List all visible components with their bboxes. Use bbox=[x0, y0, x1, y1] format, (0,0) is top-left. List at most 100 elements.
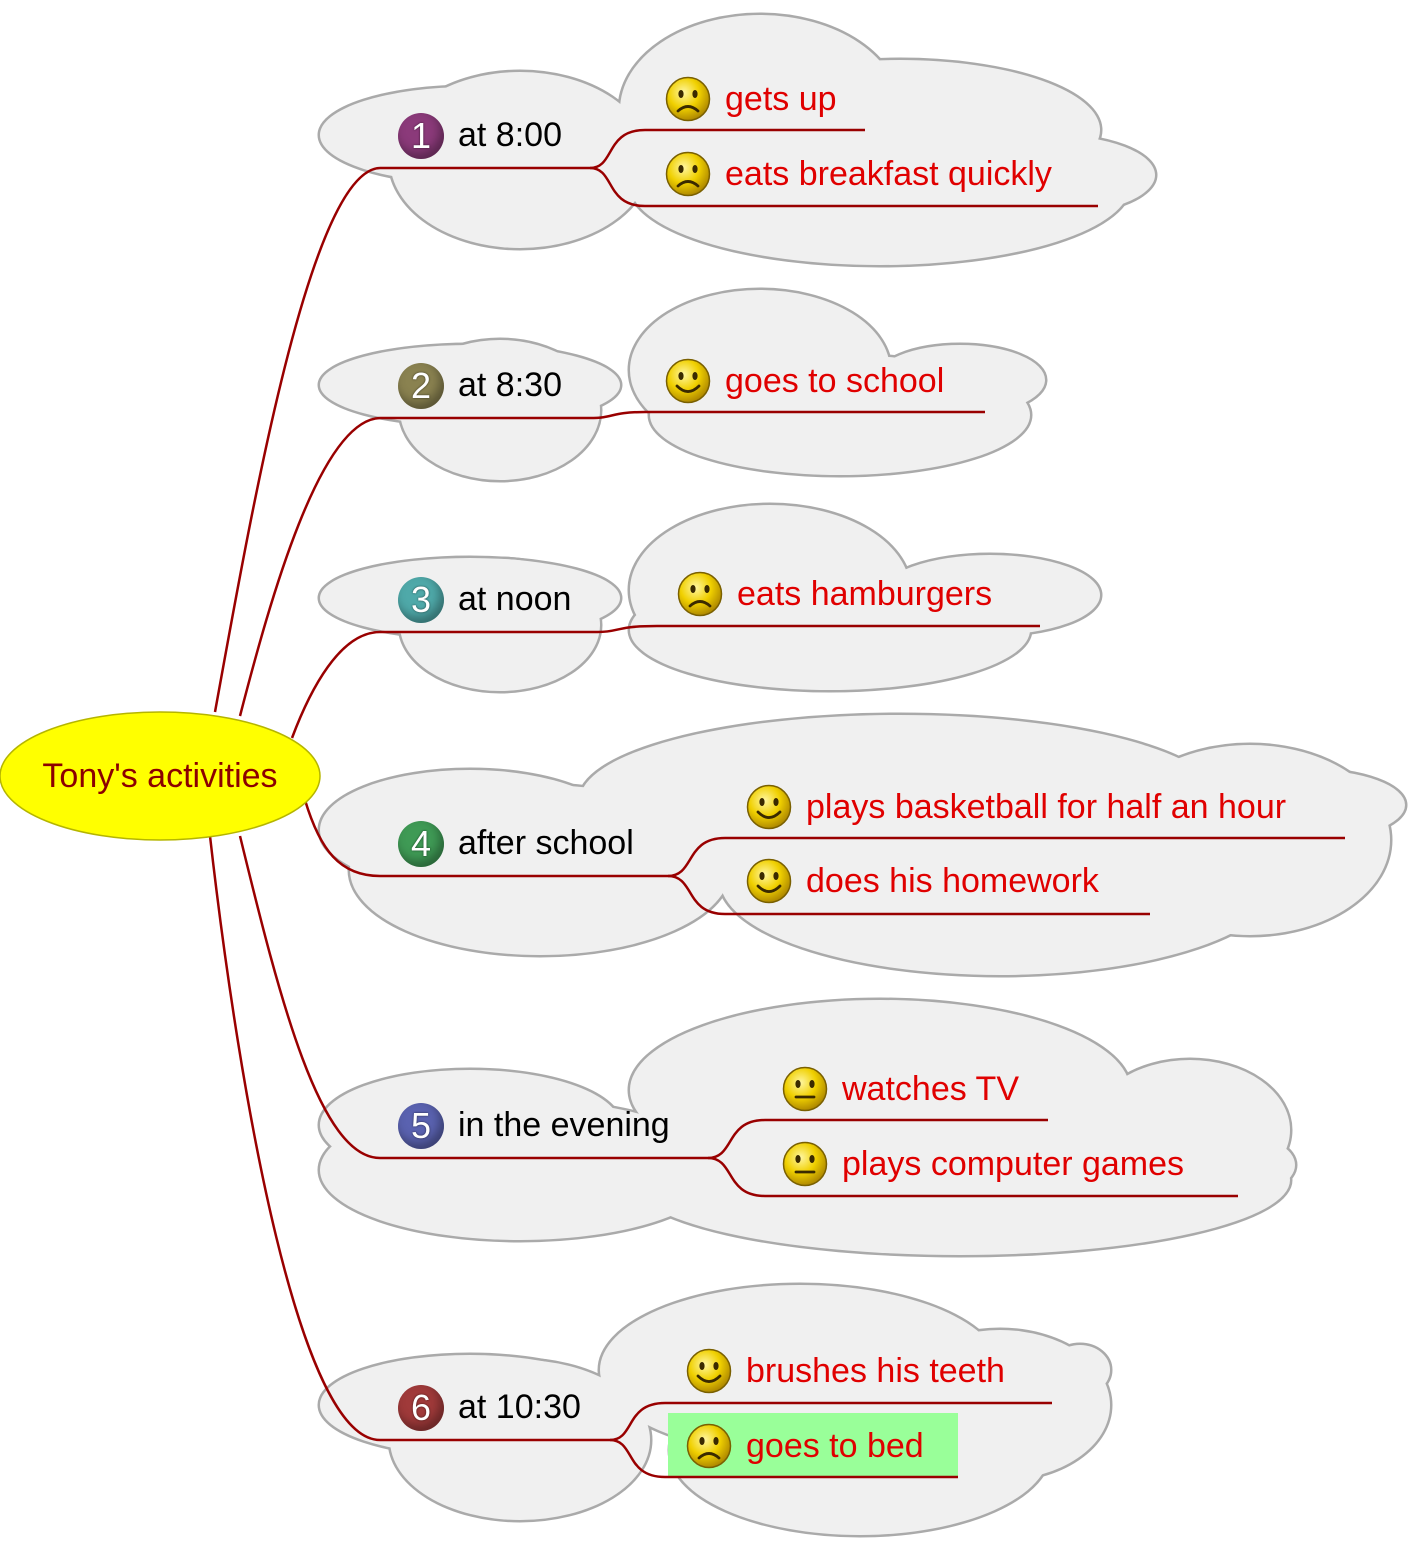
cloud-lobe bbox=[700, 60, 1100, 200]
face-eye bbox=[795, 1080, 801, 1088]
connector-line bbox=[707, 1156, 1238, 1198]
happy-face-icon bbox=[665, 358, 711, 404]
leaf-label[interactable]: does his homework bbox=[806, 862, 1099, 900]
connector-line bbox=[597, 624, 1040, 634]
connector-line bbox=[303, 799, 381, 878]
face-eye bbox=[713, 1362, 719, 1370]
sad-face-icon bbox=[665, 76, 711, 122]
face-eye bbox=[699, 1362, 705, 1370]
leaf-label[interactable]: eats hamburgers bbox=[737, 575, 993, 613]
face-eye bbox=[692, 90, 698, 98]
connector-lines bbox=[208, 128, 1345, 1479]
face-eye bbox=[809, 1155, 815, 1163]
connector-line bbox=[667, 836, 1345, 878]
cloud-lobe bbox=[390, 72, 650, 248]
face-circle bbox=[677, 571, 723, 617]
face-eye bbox=[759, 798, 765, 806]
face-circle bbox=[665, 151, 711, 197]
face-mouth bbox=[697, 1452, 721, 1460]
sad-face-icon bbox=[665, 151, 711, 197]
face-mouth bbox=[688, 600, 712, 608]
connector-line bbox=[238, 416, 381, 717]
face-eye bbox=[809, 1080, 815, 1088]
branch-label[interactable]: in the evening bbox=[458, 1106, 670, 1144]
leaf-label[interactable]: brushes his teeth bbox=[746, 1352, 1005, 1390]
root-node[interactable] bbox=[0, 711, 321, 841]
face-eye bbox=[699, 1437, 705, 1445]
number-2-badge: 2 bbox=[398, 363, 444, 409]
number-6-badge: 6 bbox=[398, 1385, 444, 1431]
face-eye bbox=[713, 1437, 719, 1445]
face-circle bbox=[686, 1348, 732, 1394]
connector-line bbox=[290, 630, 381, 739]
connector-line bbox=[609, 1401, 1052, 1442]
face-circle bbox=[665, 358, 711, 404]
leaf-label[interactable]: eats breakfast quickly bbox=[725, 155, 1052, 193]
face-mouth bbox=[756, 884, 782, 893]
leaf-label[interactable]: plays basketball for half an hour bbox=[806, 788, 1287, 826]
face-eye bbox=[690, 585, 696, 593]
face-mouth bbox=[696, 1374, 722, 1383]
number-4-badge: 4 bbox=[398, 821, 444, 867]
face-circle bbox=[686, 1423, 732, 1469]
number-3-badge: 3 bbox=[398, 577, 444, 623]
branch-label[interactable]: at 8:30 bbox=[458, 366, 562, 404]
face-eye bbox=[678, 90, 684, 98]
neutral-face-icon bbox=[782, 1141, 828, 1187]
face-circle bbox=[746, 784, 792, 830]
happy-face-icon bbox=[746, 858, 792, 904]
cloud-lobe bbox=[1215, 770, 1405, 840]
leaf-label[interactable]: goes to school bbox=[725, 362, 945, 400]
number-5-badge: 5 bbox=[398, 1103, 444, 1149]
face-eye bbox=[759, 872, 765, 880]
face-eye bbox=[678, 372, 684, 380]
face-eye bbox=[773, 872, 779, 880]
face-mouth bbox=[676, 180, 700, 188]
leaf-label[interactable]: watches TV bbox=[842, 1070, 1020, 1108]
number-1-badge: 1 bbox=[398, 113, 444, 159]
face-eye bbox=[773, 798, 779, 806]
leaf-label[interactable]: plays computer games bbox=[842, 1145, 1185, 1183]
cloud-lobe bbox=[400, 340, 600, 480]
connector-line bbox=[589, 128, 865, 170]
face-circle bbox=[746, 858, 792, 904]
connector-line bbox=[667, 874, 1150, 916]
leaf-label[interactable]: gets up bbox=[725, 80, 837, 118]
sad-face-icon bbox=[686, 1423, 732, 1469]
connector-line bbox=[589, 410, 985, 420]
face-eye bbox=[704, 585, 710, 593]
face-mouth bbox=[676, 105, 700, 113]
cloud-lobe bbox=[400, 559, 600, 691]
cloud-lobe bbox=[1050, 1345, 1110, 1395]
face-mouth bbox=[756, 810, 782, 819]
face-circle bbox=[782, 1066, 828, 1112]
cloud-lobe bbox=[875, 345, 1045, 415]
cloud-lobe bbox=[880, 555, 1100, 635]
branch-label[interactable]: at noon bbox=[458, 580, 572, 618]
face-circle bbox=[782, 1141, 828, 1187]
face-eye bbox=[692, 165, 698, 173]
happy-face-icon bbox=[746, 784, 792, 830]
branch-label[interactable]: at 8:00 bbox=[458, 116, 562, 154]
face-eye bbox=[795, 1155, 801, 1163]
connector-line bbox=[589, 166, 1098, 208]
face-circle bbox=[665, 76, 711, 122]
branch-label[interactable]: after school bbox=[458, 824, 634, 862]
connector-line bbox=[238, 835, 381, 1160]
happy-face-icon bbox=[686, 1348, 732, 1394]
leaf-label[interactable]: goes to bed bbox=[746, 1427, 924, 1465]
sad-face-icon bbox=[677, 571, 723, 617]
branch-label[interactable]: at 10:30 bbox=[458, 1388, 581, 1426]
face-mouth bbox=[675, 384, 701, 393]
connector-line bbox=[609, 1438, 958, 1479]
cloud-shapes bbox=[317, 12, 1408, 1538]
neutral-face-icon bbox=[782, 1066, 828, 1112]
face-eye bbox=[692, 372, 698, 380]
cloud-lobe bbox=[1185, 1135, 1295, 1195]
connector-line bbox=[208, 835, 381, 1442]
connector-line bbox=[213, 166, 381, 713]
connector-line bbox=[707, 1118, 1048, 1160]
face-eye bbox=[678, 165, 684, 173]
